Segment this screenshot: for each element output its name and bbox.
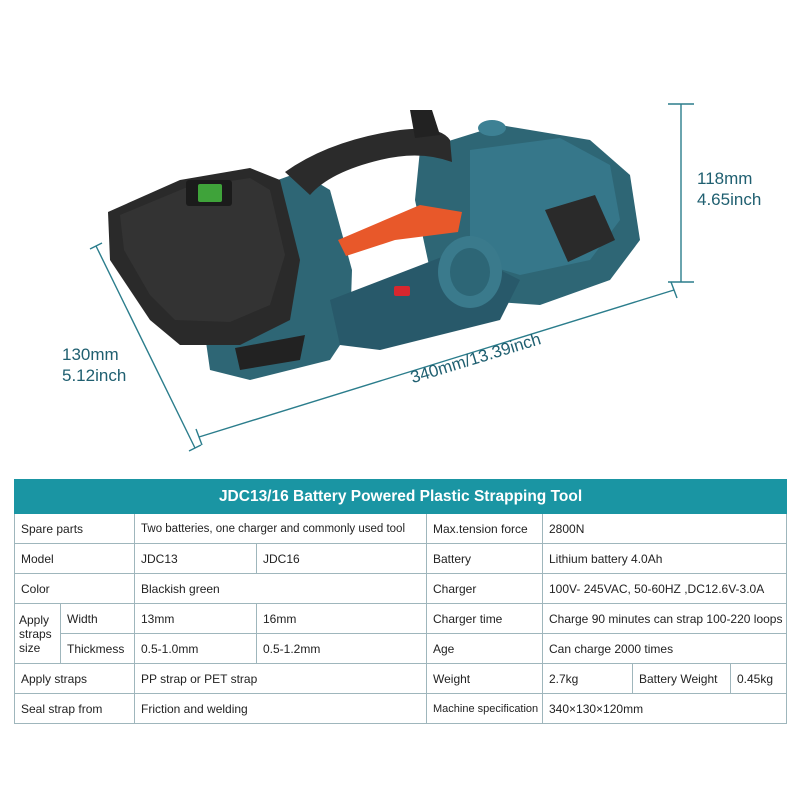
model-jdc16: JDC16 (256, 543, 427, 574)
max-tension-value: 2800N (541, 513, 788, 544)
charger-time-value: Charge 90 minutes can strap 100-220 loop… (541, 603, 788, 634)
age-label: Age (426, 633, 543, 664)
table-row: Model JDC13 JDC16 Battery Lithium batter… (14, 543, 788, 574)
table-title-row: JDC13/16 Battery Powered Plastic Strappi… (13, 479, 788, 514)
seal-strap-label: Seal strap from (14, 693, 135, 724)
thickness-jdc16: 0.5-1.2mm (256, 633, 427, 664)
charger-label: Charger (426, 573, 543, 604)
battery-label: Battery (426, 543, 543, 574)
model-label: Model (14, 543, 135, 574)
dimension-lines (89, 103, 694, 452)
width-jdc13: 13mm (134, 603, 257, 634)
spare-parts-value: Two batteries, one charger and commonly … (134, 513, 427, 544)
table-title: JDC13/16 Battery Powered Plastic Strappi… (13, 479, 788, 514)
width-mm: 130mm (62, 345, 119, 364)
battery-value: Lithium battery 4.0Ah (541, 543, 788, 574)
age-value: Can charge 2000 times (541, 633, 788, 664)
spare-parts-label: Spare parts (14, 513, 135, 544)
machine-spec-value: 340×130×120mm (541, 693, 788, 724)
width-jdc16: 16mm (256, 603, 427, 634)
height-mm: 118mm (697, 169, 753, 188)
table-row: Apply straps PP strap or PET strap Weigh… (14, 663, 788, 694)
battery-weight-label: Battery Weight (632, 663, 731, 694)
weight-value: 2.7kg (542, 663, 633, 694)
height-inch: 4.65inch (697, 190, 762, 209)
color-label: Color (14, 573, 135, 604)
table-row: Spare parts Two batteries, one charger a… (14, 513, 788, 544)
thickness-label: Thickmess (60, 633, 135, 664)
apply-straps-label: Apply straps (14, 663, 135, 694)
machine-spec-label: Machine specification (426, 693, 543, 724)
product-photo (89, 103, 694, 452)
spec-table: JDC13/16 Battery Powered Plastic Strappi… (13, 479, 788, 724)
width-row-label: Width (60, 603, 135, 634)
seal-strap-value: Friction and welding (134, 693, 427, 724)
height-label: 118mm 4.65inch (697, 168, 761, 210)
table-row: Apply straps size Width 13mm 16mm Charge… (14, 603, 788, 664)
battery-weight-value: 0.45kg (729, 663, 788, 694)
max-tension-label: Max.tension force (426, 513, 543, 544)
charger-time-label: Charger time (426, 603, 543, 634)
apply-straps-size-label: Apply straps size (14, 603, 61, 664)
apply-straps-value: PP strap or PET strap (134, 663, 427, 694)
color-value: Blackish green (134, 573, 427, 604)
table-row: Thickmess 0.5-1.0mm 0.5-1.2mm Age Can ch… (15, 633, 788, 664)
width-label: 130mm 5.12inch (62, 344, 126, 386)
weight-label: Weight (426, 663, 543, 694)
table-row: Seal strap from Friction and welding Mac… (14, 693, 788, 724)
width-inch: 5.12inch (62, 366, 127, 385)
model-jdc13: JDC13 (134, 543, 257, 574)
charger-value: 100V- 245VAC, 50-60HZ ,DC12.6V-3.0A (541, 573, 788, 604)
strapping-tool (108, 110, 640, 380)
thickness-jdc13: 0.5-1.0mm (134, 633, 257, 664)
table-row: Color Blackish green Charger 100V- 245VA… (14, 573, 788, 604)
